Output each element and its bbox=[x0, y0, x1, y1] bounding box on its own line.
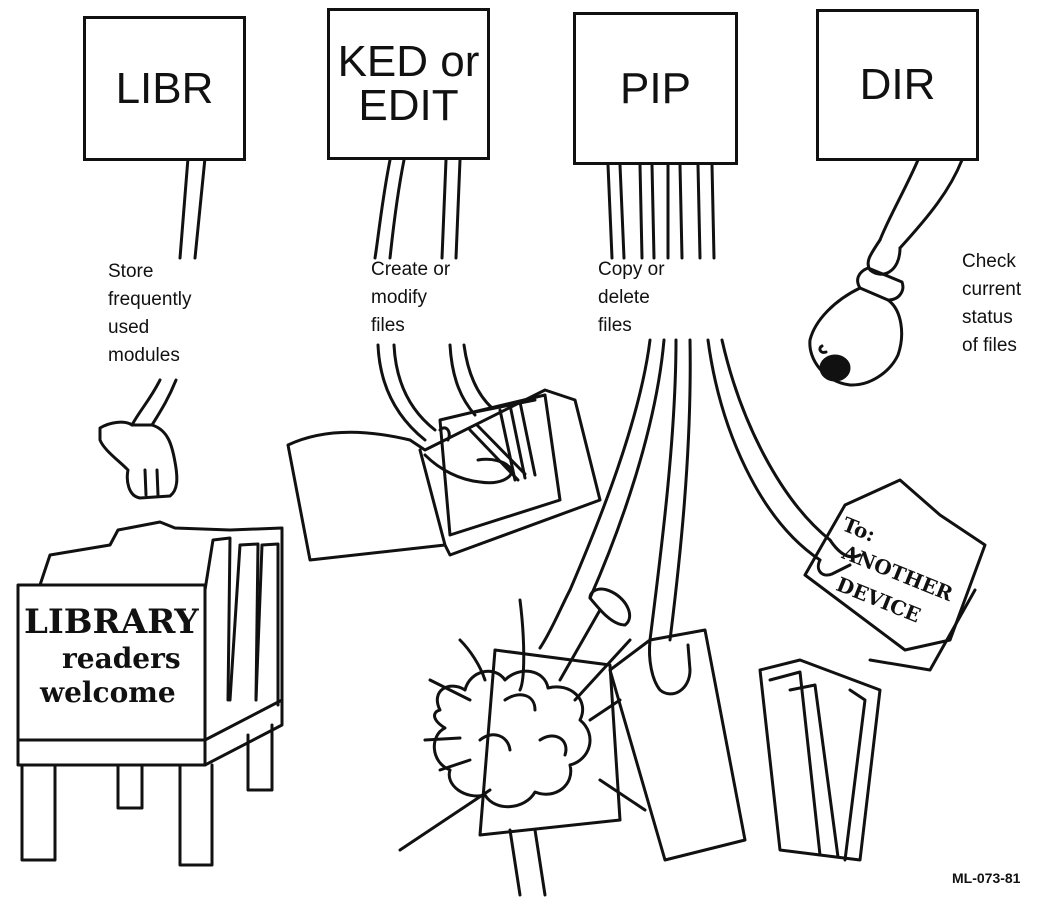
libr-description: Store frequently used modules bbox=[108, 258, 191, 370]
edit-folder-icon bbox=[288, 390, 600, 560]
libr-description-line: Store bbox=[108, 258, 191, 286]
figure-code: ML-073-81 bbox=[952, 870, 1020, 886]
libr-description-line: frequently bbox=[108, 286, 191, 314]
edit-label-line-1: KED or bbox=[338, 40, 480, 84]
pip-label: PIP bbox=[620, 67, 691, 111]
pip-description-line: files bbox=[598, 312, 665, 340]
library-sign-title: LIBRARY bbox=[24, 602, 199, 642]
edit-command-box: KED or EDIT bbox=[327, 8, 490, 160]
edit-description-line: Create or bbox=[371, 256, 450, 284]
explosion-icon bbox=[400, 600, 645, 895]
dir-command-box: DIR bbox=[816, 9, 979, 161]
libr-hand-icon bbox=[100, 422, 177, 498]
dir-description-line: status bbox=[962, 304, 1021, 332]
library-sign-line: readers bbox=[62, 642, 181, 676]
dir-description: Check current status of files bbox=[962, 248, 1021, 360]
libr-command-box: LIBR bbox=[83, 16, 246, 161]
edit-description-line: files bbox=[371, 312, 450, 340]
edit-description: Create or modify files bbox=[371, 256, 450, 340]
library-sign-line: welcome bbox=[40, 676, 176, 710]
dir-description-line: Check bbox=[962, 248, 1021, 276]
pip-description: Copy or delete files bbox=[598, 256, 665, 340]
dir-cable bbox=[880, 160, 962, 248]
dir-description-line: of files bbox=[962, 332, 1021, 360]
pip-folders-icon bbox=[610, 630, 880, 860]
pip-command-box: PIP bbox=[573, 12, 738, 165]
edit-description-line: modify bbox=[371, 284, 450, 312]
libr-description-line: used bbox=[108, 314, 191, 342]
dir-camera-icon bbox=[810, 240, 903, 385]
edit-label-line-2: EDIT bbox=[358, 84, 458, 128]
dir-description-line: current bbox=[962, 276, 1021, 304]
pip-description-line: delete bbox=[598, 284, 665, 312]
dir-label: DIR bbox=[860, 63, 936, 107]
pip-cable bbox=[570, 165, 830, 640]
libr-description-line: modules bbox=[108, 342, 191, 370]
libr-label: LIBR bbox=[116, 67, 214, 111]
pip-description-line: Copy or bbox=[598, 256, 665, 284]
